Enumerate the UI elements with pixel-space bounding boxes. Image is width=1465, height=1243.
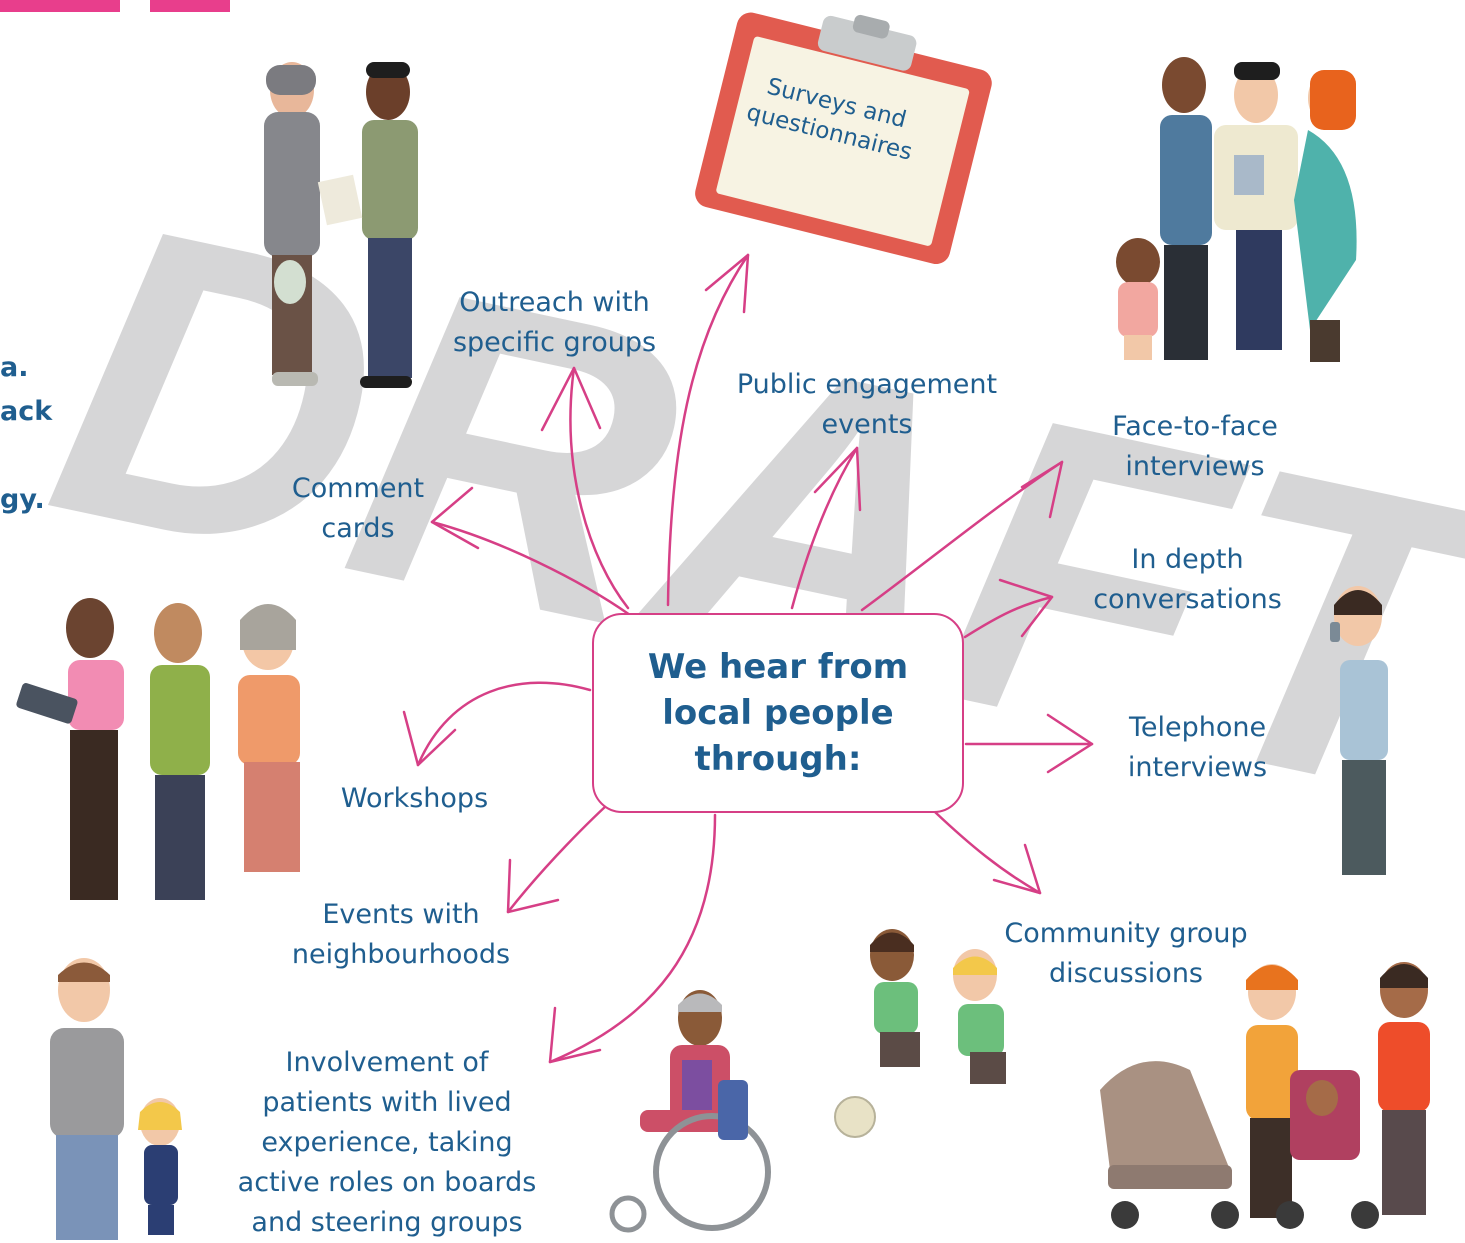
left-edge-text: a. ack gy. [0, 352, 53, 515]
center-box: We hear from local people through: [592, 613, 964, 813]
arrow-community [933, 810, 1042, 895]
arrow-in-depth [963, 595, 1054, 639]
arrowhead-events-neighbourhoods [506, 858, 560, 914]
arrowhead-telephone [1046, 713, 1094, 774]
arrow-involvement [548, 813, 717, 1064]
arrowhead-face-to-face [1020, 460, 1064, 519]
label-community-groups: Community group discussions [1004, 918, 1248, 989]
label-telephone: Telephone interviews [1127, 712, 1268, 783]
label-in-depth: In depth conversations [1093, 544, 1282, 615]
hooded-man-and-outreach-worker-illustration [264, 62, 418, 388]
arrowhead-in-depth [998, 578, 1054, 638]
woman-in-wheelchair-illustration [609, 990, 771, 1233]
father-and-daughter-illustration [50, 958, 182, 1240]
family-with-pregnant-woman-illustration [1116, 57, 1357, 362]
label-workshops: Workshops [340, 783, 489, 814]
arrow-workshops [416, 681, 592, 767]
label-events-neighbourhoods: Events with neighbourhoods [291, 899, 511, 970]
label-face-to-face: Face-to-face interviews [1112, 411, 1278, 482]
arrow-comment-cards [430, 520, 632, 617]
label-comment-cards: Comment cards [291, 473, 425, 544]
arrow-public-events [790, 446, 859, 610]
women-and-elderly-man-illustration [16, 598, 300, 900]
arrowhead-comment-cards [430, 486, 480, 550]
arrow-surveys [666, 253, 750, 607]
heading-fragment-2 [150, 0, 230, 12]
clipboard-icon [695, 12, 992, 265]
arrowhead-involvement [548, 1006, 602, 1064]
arrowhead-outreach [540, 366, 602, 432]
arrowhead-surveys [704, 253, 750, 314]
arrow-face-to-face [860, 460, 1064, 612]
man-on-phone-illustration [1330, 586, 1388, 875]
mothers-with-pushchairs-illustration [1100, 962, 1430, 1229]
arrowhead-public-events [813, 446, 862, 512]
children-playing-football-illustration [834, 929, 1006, 1138]
label-outreach: Outreach with specific groups [452, 287, 657, 358]
label-involvement: Involvement of patients with lived exper… [237, 1047, 537, 1238]
arrowhead-workshops [402, 710, 457, 767]
label-public-events: Public engagement events [736, 369, 998, 440]
arrow-outreach [569, 366, 630, 610]
arrowhead-community [992, 843, 1042, 895]
heading-fragment [0, 0, 120, 12]
arrows [402, 253, 1094, 1064]
